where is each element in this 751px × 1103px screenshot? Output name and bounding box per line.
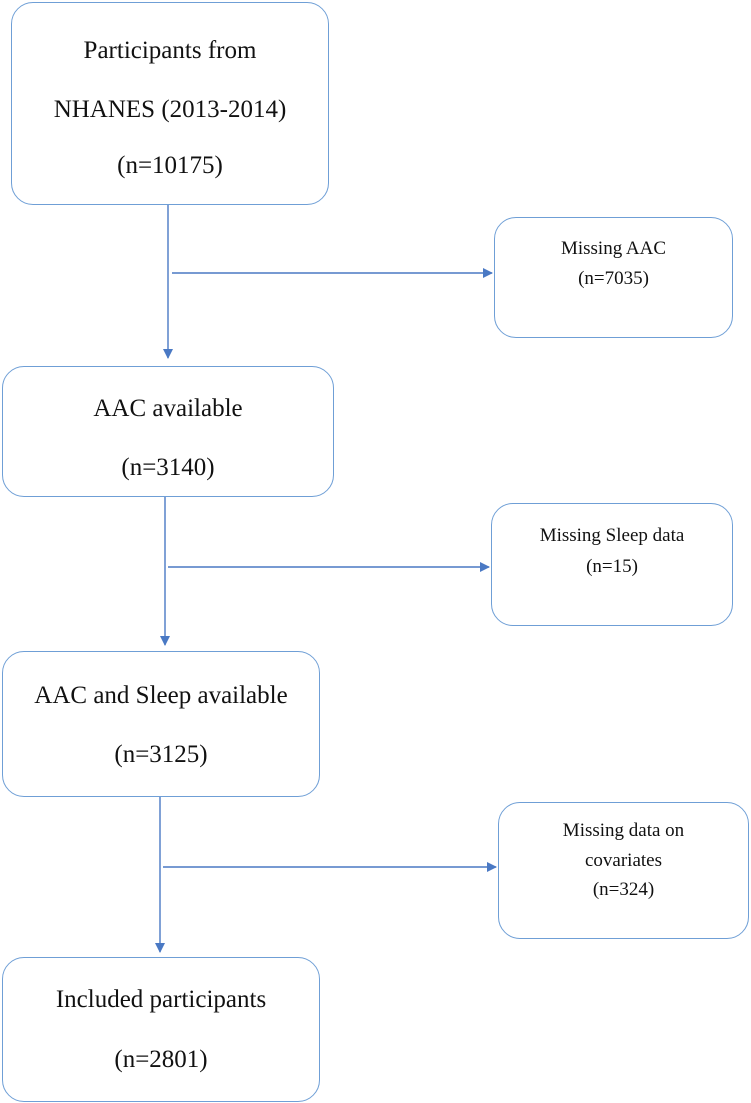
box-included-participants-line-2: (n=2801): [114, 1046, 208, 1073]
box-missing-covariates-line-2: covariates: [584, 850, 662, 871]
box-included-participants-line-1: Included participants: [55, 986, 267, 1013]
box-missing-sleep-data: Missing Sleep data (n=15): [491, 503, 733, 626]
box-participants-nhanes-line-2: NHANES (2013-2014): [53, 96, 287, 123]
box-missing-covariates-line-3: (n=324): [592, 879, 655, 900]
box-included-participants: Included participants (n=2801): [2, 957, 320, 1102]
box-aac-sleep-available-line-1: AAC and Sleep available: [34, 682, 288, 709]
box-aac-available-line-2: (n=3140): [121, 454, 215, 481]
box-participants-nhanes-line-1: Participants from: [83, 37, 257, 64]
box-missing-covariates: Missing data on covariates (n=324): [498, 802, 749, 939]
box-missing-sleep-data-line-1: Missing Sleep data: [539, 525, 685, 546]
box-missing-aac-line-2: (n=7035): [578, 268, 649, 289]
box-missing-sleep-data-line-2: (n=15): [586, 556, 638, 577]
box-missing-aac-line-1: Missing AAC: [560, 238, 667, 259]
box-participants-nhanes: Participants from NHANES (2013-2014) (n=…: [11, 2, 329, 205]
box-aac-sleep-available: AAC and Sleep available (n=3125): [2, 651, 320, 797]
box-aac-available: AAC available (n=3140): [2, 366, 334, 497]
box-missing-aac: Missing AAC (n=7035): [494, 217, 733, 338]
box-participants-nhanes-line-3: (n=10175): [117, 152, 223, 179]
box-aac-sleep-available-line-2: (n=3125): [114, 741, 208, 768]
box-aac-available-line-1: AAC available: [93, 395, 243, 422]
box-missing-covariates-line-1: Missing data on: [562, 820, 685, 841]
